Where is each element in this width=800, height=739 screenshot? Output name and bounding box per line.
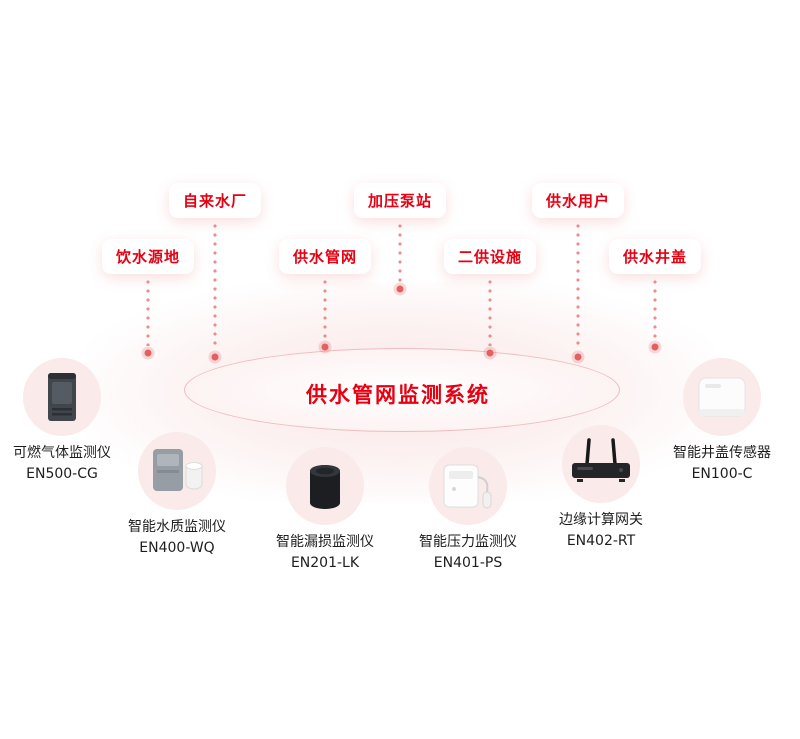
device-name: 智能水质监测仪 xyxy=(128,519,226,535)
label-pump-station: 加压泵站 xyxy=(353,183,447,218)
label-water-source: 饮水源地 xyxy=(101,239,195,274)
water-quality-monitor-icon xyxy=(153,449,203,491)
device-circle xyxy=(286,447,364,525)
device-circle xyxy=(429,447,507,525)
connector-end-dot xyxy=(144,349,152,357)
label-water-plant: 自来水厂 xyxy=(168,183,262,218)
label-secondary-supply: 二供设施 xyxy=(443,239,537,274)
diagram-title: 供水管网监测系统 xyxy=(306,383,490,407)
connector-end-dot xyxy=(321,343,329,351)
dotted-connector xyxy=(146,278,150,346)
dotted-connector xyxy=(213,222,217,350)
device-circle xyxy=(23,358,101,436)
dotted-connector xyxy=(653,278,657,340)
device-pressure-monitor: 智能压力监测仪 EN401-PS xyxy=(398,447,538,574)
connector-end-dot xyxy=(211,353,219,361)
connector-end-dot xyxy=(396,285,404,293)
edge-gateway-icon xyxy=(572,438,630,482)
device-circle xyxy=(138,432,216,510)
device-model: EN100-C xyxy=(691,466,753,482)
device-model: EN400-WQ xyxy=(139,540,215,556)
device-edge-gateway: 边缘计算网关 EN402-RT xyxy=(531,425,671,552)
label-manhole-cover: 供水井盖 xyxy=(608,239,702,274)
connector-end-dot xyxy=(651,343,659,351)
device-model: EN401-PS xyxy=(433,555,503,571)
device-water-quality-monitor: 智能水质监测仪 EN400-WQ xyxy=(107,432,247,559)
device-model: EN500-CG xyxy=(26,466,98,482)
device-name: 智能漏损监测仪 xyxy=(276,534,374,550)
connector-end-dot xyxy=(486,349,494,357)
center-ellipse-ring xyxy=(184,348,620,432)
connector-end-dot xyxy=(574,353,582,361)
device-circle xyxy=(683,358,761,436)
device-model: EN402-RT xyxy=(566,533,636,549)
dotted-connector xyxy=(576,222,580,350)
leak-monitor-icon xyxy=(310,465,340,509)
label-pipe-network: 供水管网 xyxy=(278,239,372,274)
label-water-users: 供水用户 xyxy=(531,183,625,218)
pressure-monitor-icon xyxy=(443,464,492,509)
device-name: 智能压力监测仪 xyxy=(419,534,517,550)
device-name: 可燃气体监测仪 xyxy=(13,445,111,461)
dotted-connector xyxy=(323,278,327,340)
device-manhole-cover-sensor: 智能井盖传感器 EN100-C xyxy=(652,358,792,485)
device-name: 边缘计算网关 xyxy=(559,512,643,528)
gas-detector-icon xyxy=(48,373,76,421)
device-name: 智能井盖传感器 xyxy=(673,445,771,461)
dotted-connector xyxy=(398,222,402,282)
dotted-connector xyxy=(488,278,492,346)
device-gas-detector: 可燃气体监测仪 EN500-CG xyxy=(0,358,132,485)
device-circle xyxy=(562,425,640,503)
manhole-cover-sensor-icon xyxy=(698,377,746,417)
device-leak-monitor: 智能漏损监测仪 EN201-LK xyxy=(255,447,395,574)
device-model: EN201-LK xyxy=(290,555,360,571)
